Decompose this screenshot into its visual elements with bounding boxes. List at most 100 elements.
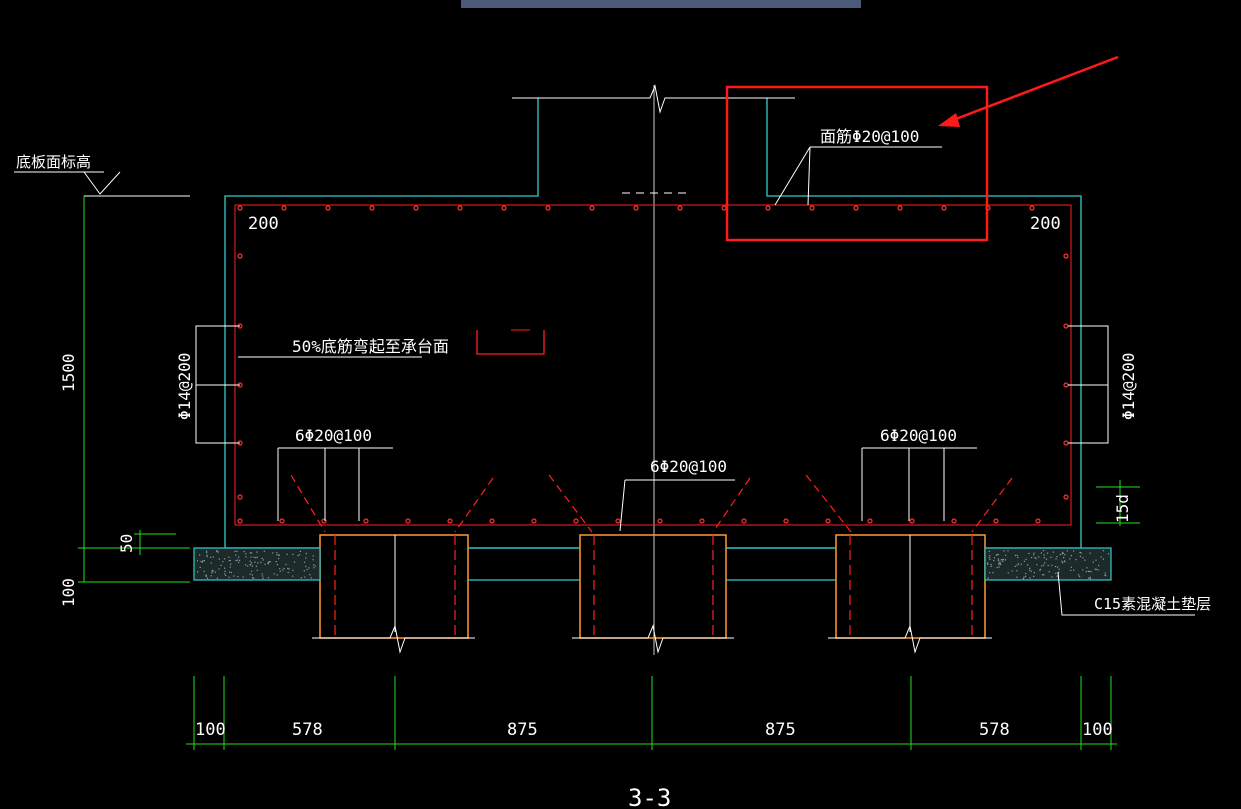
pad-speckle bbox=[1007, 572, 1009, 574]
pad-speckle bbox=[996, 566, 998, 569]
pad-speckle bbox=[1088, 577, 1090, 579]
rebar-dot bbox=[909, 518, 915, 524]
rebar-dot bbox=[457, 205, 463, 211]
reserved-opening-mark bbox=[476, 330, 545, 355]
pad-speckle bbox=[230, 563, 232, 565]
pad-speckle bbox=[1097, 569, 1099, 571]
rebar-dot bbox=[783, 518, 789, 524]
pad-speckle bbox=[218, 558, 220, 560]
pad-speckle bbox=[1086, 567, 1088, 569]
pad-speckle bbox=[313, 564, 315, 566]
rebar-dot bbox=[281, 205, 287, 211]
dim-vertical-50: 50 bbox=[117, 534, 136, 553]
pad-speckle bbox=[276, 564, 278, 566]
pad-speckle bbox=[224, 567, 226, 569]
bottom-rebar-left-label: 6Φ20@100 bbox=[295, 426, 372, 445]
rebar-dot bbox=[1063, 382, 1069, 388]
top-rebar-label: 面筋Φ20@100 bbox=[820, 127, 919, 146]
pad-speckle bbox=[1043, 564, 1045, 566]
pad-speckle bbox=[1038, 556, 1040, 558]
pad-speckle bbox=[1059, 554, 1061, 556]
pad-speckle bbox=[1061, 553, 1063, 555]
bent-bar-note: 50%底筋弯起至承台面 bbox=[292, 337, 449, 356]
pad-speckle bbox=[313, 567, 315, 569]
dimension-lines bbox=[78, 196, 1140, 750]
pad-speckle bbox=[999, 561, 1001, 563]
pad-speckle bbox=[251, 570, 253, 572]
level-mark-label: 底板面标高 bbox=[16, 153, 91, 171]
pad-speckle bbox=[1066, 550, 1068, 552]
pad-speckle bbox=[224, 573, 226, 575]
pad-speckle bbox=[1029, 577, 1031, 579]
rebar-dot bbox=[809, 205, 815, 211]
pad-speckle bbox=[196, 560, 199, 562]
pad-speckle bbox=[260, 561, 262, 563]
pad-speckle bbox=[1000, 563, 1002, 566]
rebar-dot bbox=[1063, 323, 1069, 329]
rebar-dot bbox=[447, 518, 453, 524]
pad-speckle bbox=[1088, 570, 1091, 573]
pad-speckle bbox=[218, 568, 220, 570]
pad-speckle bbox=[262, 577, 264, 579]
pad-speckle bbox=[1062, 551, 1064, 553]
pad-speckle bbox=[235, 560, 237, 562]
pad-speckle bbox=[247, 565, 249, 567]
rebar-dot bbox=[721, 205, 727, 211]
pad-speckle bbox=[1104, 574, 1106, 576]
pad-speckle bbox=[1039, 568, 1041, 570]
pad-speckle bbox=[256, 551, 258, 553]
pad-speckle bbox=[255, 565, 257, 567]
pad-speckle bbox=[228, 576, 230, 578]
rebar-dot bbox=[321, 518, 327, 524]
pad-speckle bbox=[278, 557, 280, 560]
rebar-cage bbox=[234, 204, 1072, 526]
dim-h-4: 875 bbox=[765, 720, 796, 740]
pad-speckle bbox=[1025, 572, 1027, 575]
pad-speckle bbox=[1001, 559, 1004, 561]
break-line-top bbox=[512, 84, 795, 114]
pad-speckle bbox=[251, 574, 253, 576]
pad-speckle bbox=[256, 556, 258, 558]
pad-speckle bbox=[1073, 569, 1075, 571]
pad-speckle bbox=[1107, 553, 1110, 555]
rebar-dot bbox=[237, 494, 243, 500]
pad-speckle bbox=[242, 576, 244, 578]
pad-speckle bbox=[263, 550, 265, 552]
pad-speckle bbox=[214, 571, 216, 573]
pad-speckle bbox=[216, 550, 218, 552]
pad-speckle bbox=[1007, 550, 1009, 552]
pad-speckle bbox=[305, 552, 307, 555]
rebar-dot bbox=[657, 518, 663, 524]
rebar-dot bbox=[993, 518, 999, 524]
pad-speckle bbox=[990, 565, 992, 567]
pad-speckle bbox=[1014, 554, 1017, 557]
bottom-rebar-right-label: 6Φ20@100 bbox=[880, 426, 957, 445]
pad-speckle bbox=[1033, 572, 1035, 574]
pad-speckle bbox=[250, 564, 252, 566]
pad-speckle bbox=[1063, 556, 1065, 559]
pad-speckle bbox=[250, 556, 252, 558]
pad-speckle bbox=[1079, 551, 1081, 554]
pad-speckle bbox=[987, 577, 989, 579]
dim-h-6: 100 bbox=[1082, 720, 1113, 740]
rebar-dot bbox=[741, 518, 747, 524]
pad-speckle bbox=[206, 551, 208, 554]
pad-speckle bbox=[1028, 552, 1030, 555]
pad-speckle bbox=[236, 550, 238, 552]
pad-speckle bbox=[236, 559, 238, 561]
pad-speckle bbox=[201, 561, 203, 563]
pad-speckle bbox=[998, 562, 1000, 564]
rebar-dot bbox=[405, 518, 411, 524]
pad-speckle bbox=[1054, 565, 1057, 568]
pad-speckle bbox=[1000, 559, 1002, 561]
rebar-dot bbox=[941, 205, 947, 211]
pad-speckle bbox=[261, 573, 263, 575]
cover-left-label: 200 bbox=[248, 214, 279, 234]
pad-speckle bbox=[1069, 558, 1071, 560]
pad-speckle bbox=[1070, 569, 1072, 571]
pad-speckle bbox=[216, 577, 218, 579]
pad-speckle bbox=[250, 552, 253, 554]
pad-speckle bbox=[1016, 564, 1018, 566]
pad-speckle bbox=[1080, 552, 1082, 554]
